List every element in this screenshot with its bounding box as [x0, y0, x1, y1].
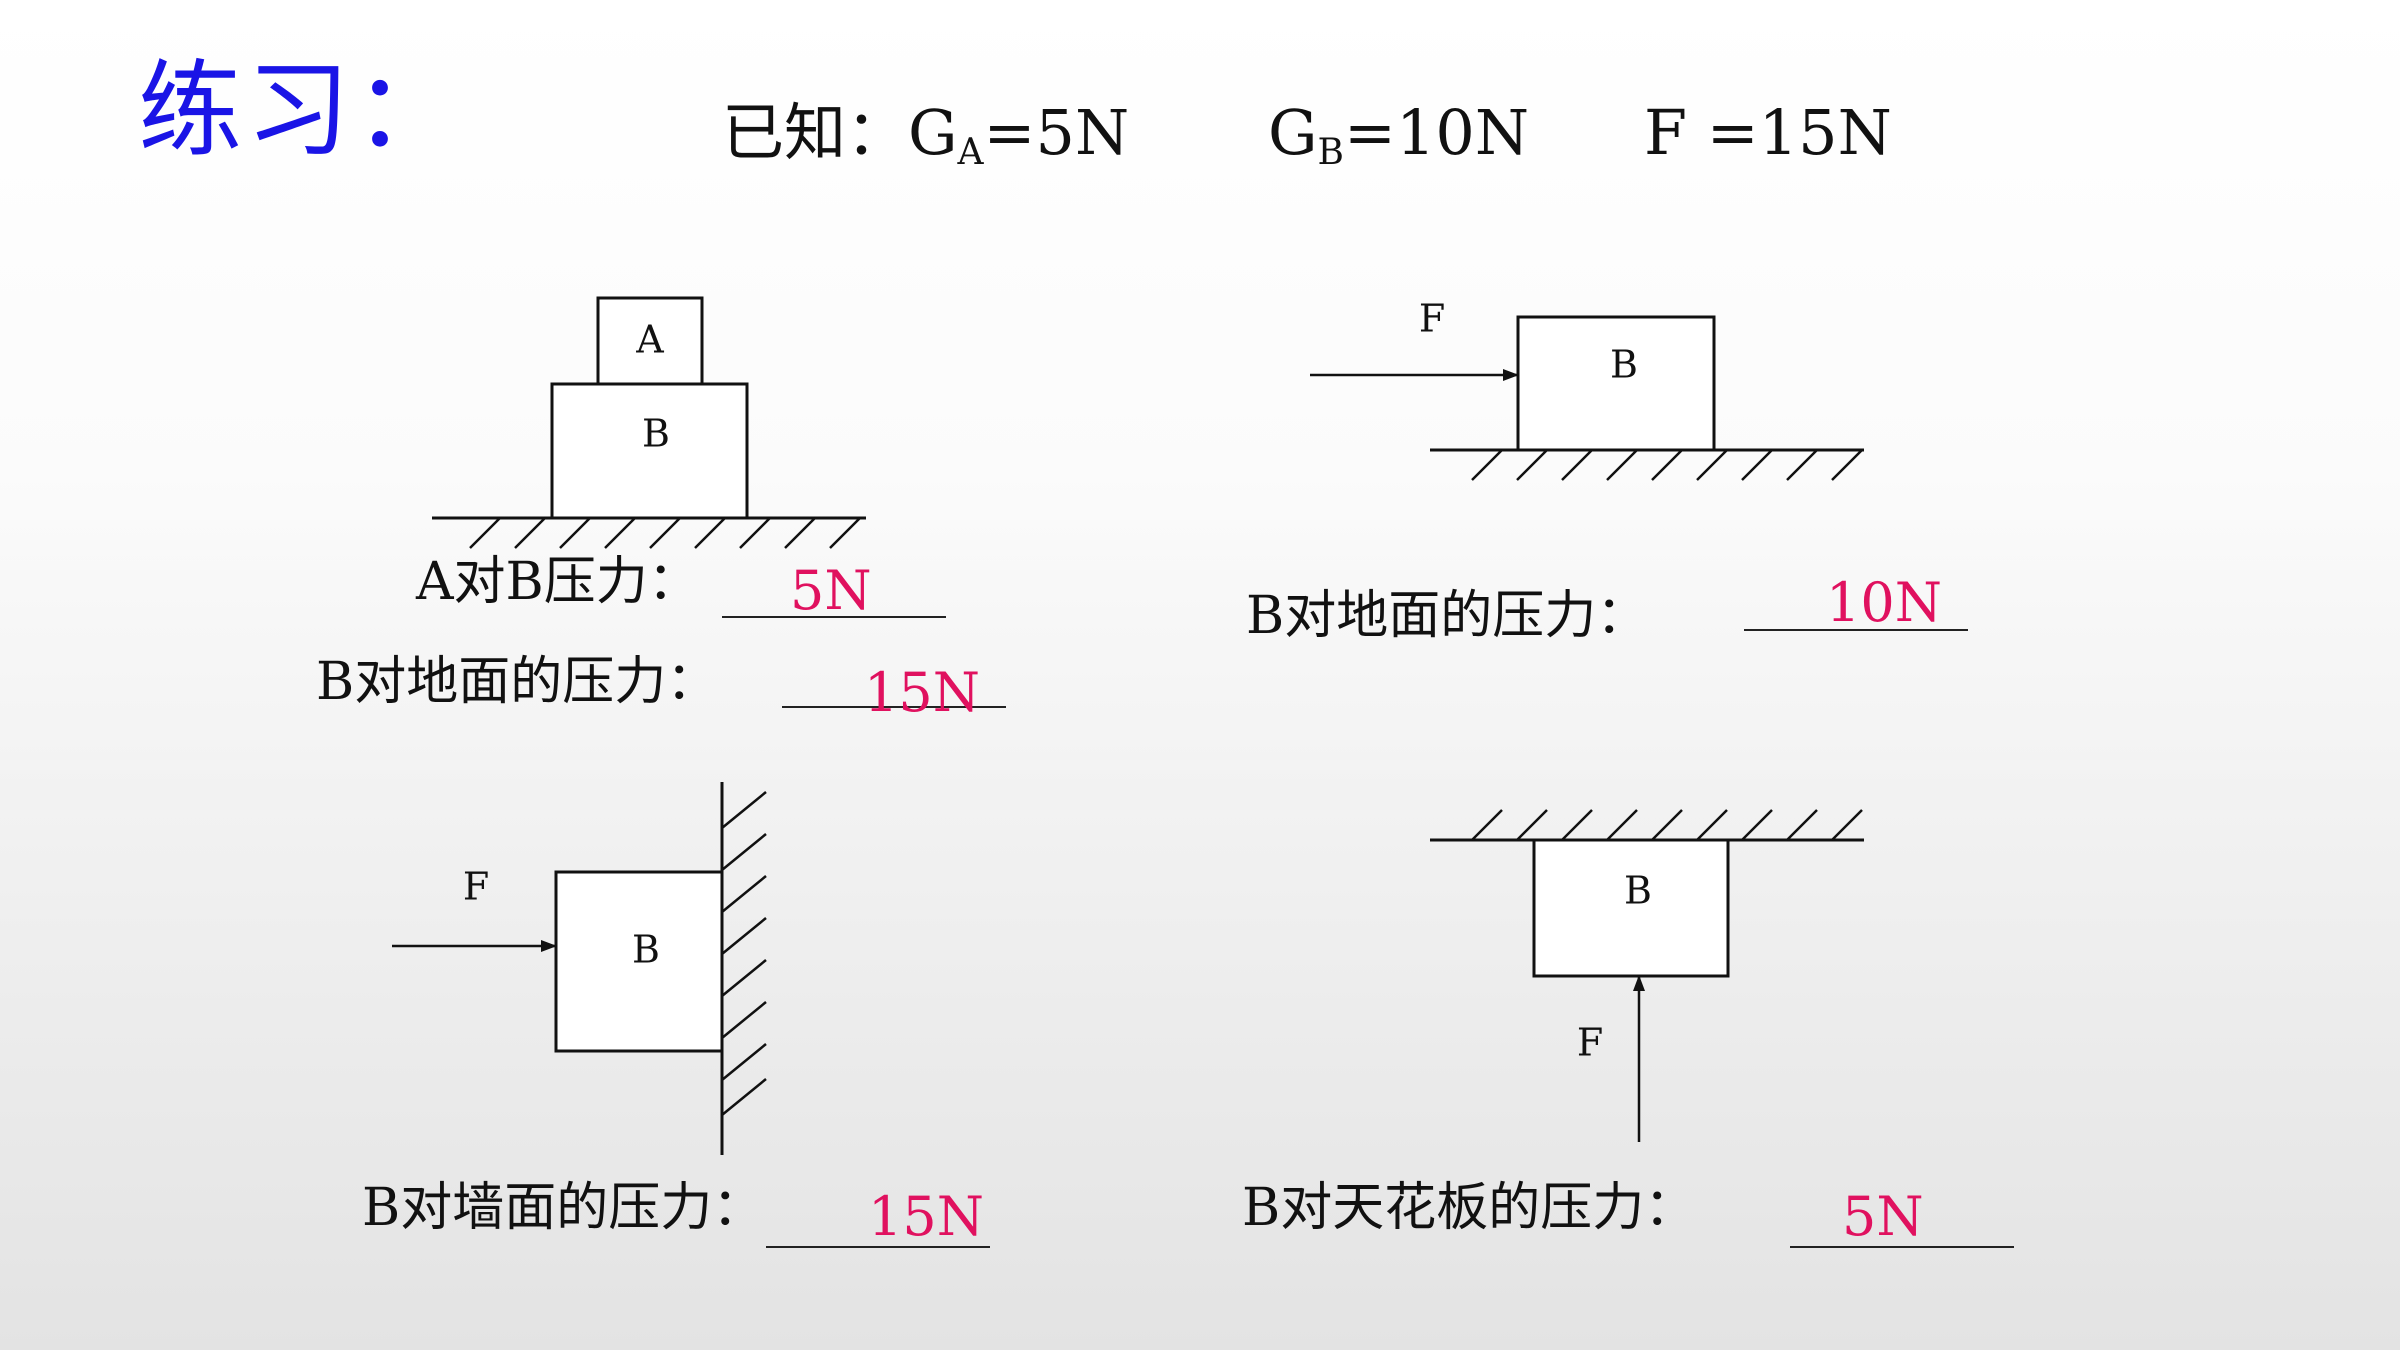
given-ga: 已知：GA=5N — [722, 102, 1129, 171]
block-b — [554, 870, 724, 1053]
block-b-label: B — [1610, 343, 1638, 387]
slide-title: 练习： — [138, 49, 463, 171]
given-gb: GB=10N — [1268, 102, 1529, 171]
gb-value: =10N — [1344, 96, 1530, 169]
ga-value: =5N — [983, 96, 1130, 169]
answer-underline — [782, 706, 1006, 708]
answer-underline — [766, 1246, 990, 1248]
block-a — [596, 296, 704, 386]
ground-hatching — [469, 517, 861, 549]
block-a-label: A — [635, 318, 664, 362]
given-prefix: 已知： — [722, 96, 909, 169]
answer-b-on-wall: 15N — [868, 1185, 984, 1248]
block-b-label: B — [632, 928, 660, 972]
given-f: F =15N — [1644, 96, 1892, 169]
ground-hatching — [1471, 449, 1863, 481]
gb-subscript: B — [1317, 132, 1344, 173]
figure-ceiling-push: F B — [1430, 809, 1864, 1142]
answer-underline — [1790, 1246, 2014, 1248]
figure-wall-push: F B — [392, 782, 767, 1155]
ceiling-hatching — [1471, 809, 1863, 841]
figure-horizontal-push: F B — [1310, 297, 1864, 481]
force-label: F — [1419, 297, 1445, 341]
block-b — [1532, 838, 1730, 978]
block-b-label: B — [1624, 869, 1652, 913]
question-b-on-ground-label: B对地面的压力： — [316, 652, 719, 712]
figure-stacked-blocks: A B — [432, 296, 866, 549]
answer-b-on-ground: 15N — [864, 661, 980, 724]
block-b-label: B — [642, 412, 670, 456]
question-b-on-ground-2-label: B对地面的压力： — [1246, 586, 1649, 646]
ga-subscript: A — [957, 132, 984, 173]
ga-symbol: G — [908, 96, 958, 169]
question-b-on-ceiling-label: B对天花板的压力： — [1242, 1178, 1697, 1238]
block-b — [1516, 315, 1716, 452]
answer-b-on-ground-2: 10N — [1826, 571, 1942, 634]
wall-hatching — [721, 791, 767, 1116]
question-b-on-wall-label: B对墙面的压力： — [362, 1178, 765, 1238]
answer-underline — [1744, 629, 1968, 631]
answer-b-on-ceiling: 5N — [1842, 1185, 1924, 1248]
answer-underline — [722, 616, 946, 618]
force-label: F — [463, 865, 489, 909]
gb-symbol: G — [1268, 96, 1318, 169]
answer-a-on-b: 5N — [790, 559, 872, 622]
force-label: F — [1577, 1021, 1603, 1065]
question-a-on-b-label: A对B压力： — [416, 552, 700, 612]
